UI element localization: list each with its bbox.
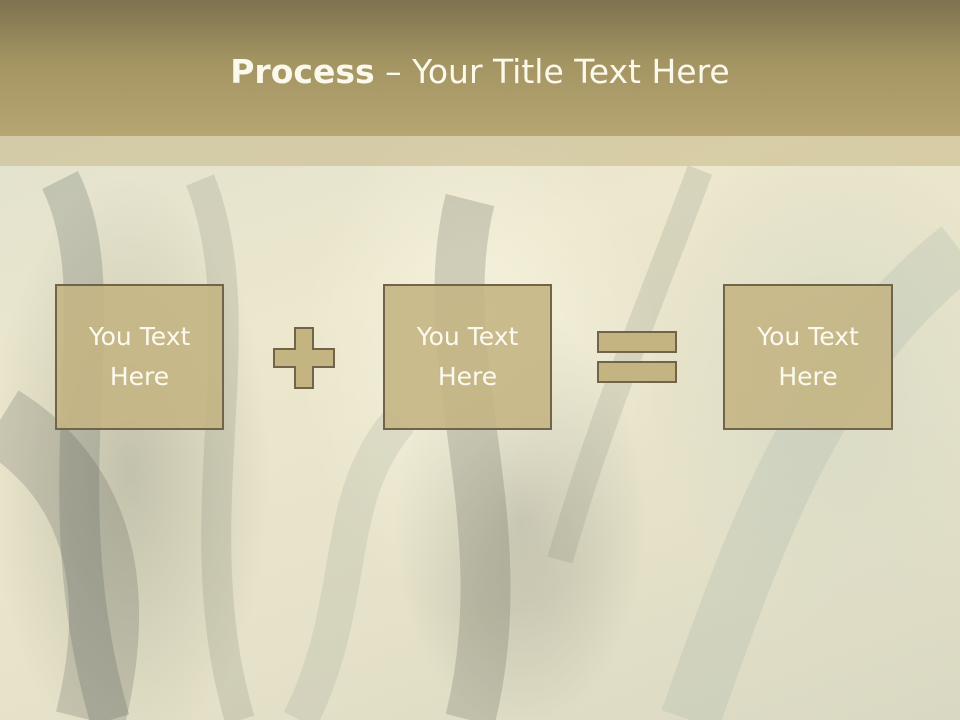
process-box-1-line1: You Text <box>88 322 191 351</box>
equals-icon <box>597 331 677 383</box>
process-box-2-line1: You Text <box>416 322 519 351</box>
slide-title-bold: Process <box>230 52 375 91</box>
process-box-1-line2: Here <box>109 362 170 391</box>
plus-icon <box>273 327 335 389</box>
process-box-2-line2: Here <box>437 362 498 391</box>
title-bar <box>0 0 960 136</box>
slide-title-rest: – Your Title Text Here <box>374 52 730 91</box>
title-underline-strip <box>0 136 960 166</box>
process-box-3-line1: You Text <box>757 322 859 351</box>
process-box-3-line2: Here <box>778 362 838 391</box>
slide-title: Process – Your Title Text Here <box>0 52 960 91</box>
